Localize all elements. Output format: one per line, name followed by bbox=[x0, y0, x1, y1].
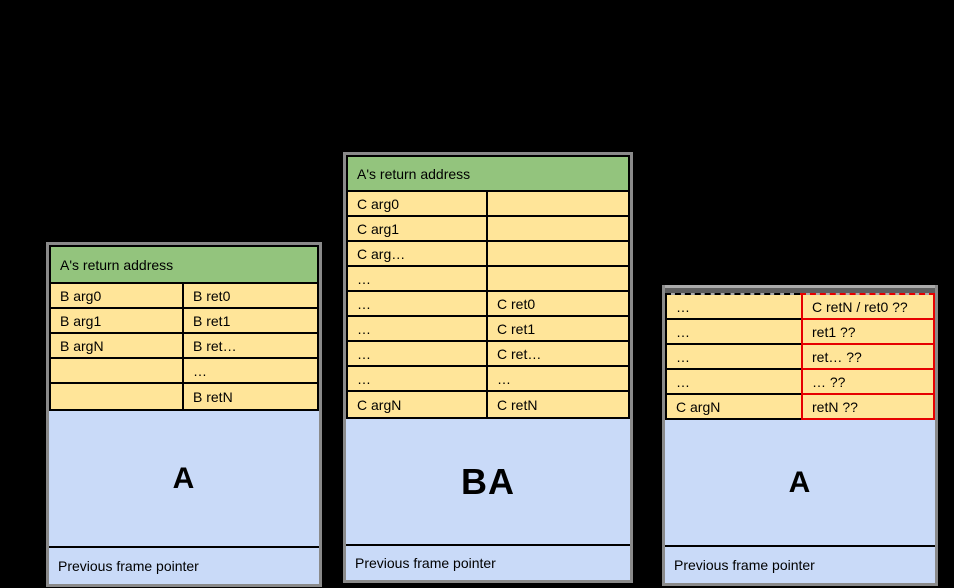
arg-cell: C argN bbox=[348, 392, 488, 417]
previous-frame-pointer: Previous frame pointer bbox=[665, 545, 935, 583]
arg-cell: … bbox=[667, 320, 801, 345]
stack-diagram-left: A's return address B arg0 B ret0 B arg1 … bbox=[46, 242, 322, 587]
table-row: … bbox=[51, 359, 317, 384]
table-row: C argN C retN bbox=[348, 392, 628, 417]
ret-cell: B ret0 bbox=[193, 287, 231, 304]
frame-owner-label: A bbox=[788, 465, 812, 499]
previous-frame-pointer: Previous frame pointer bbox=[346, 544, 630, 580]
ret-cell: C ret1 bbox=[497, 320, 536, 337]
arg-cell: … bbox=[667, 295, 801, 320]
previous-frame-pointer: Previous frame pointer bbox=[49, 546, 319, 584]
return-address-header: A's return address bbox=[49, 245, 319, 284]
stack-rows: B arg0 B ret0 B arg1 B ret1 B argN B ret… bbox=[49, 284, 319, 411]
ret-cell: C retN bbox=[497, 396, 538, 413]
table-row: C argN retN ?? bbox=[667, 395, 935, 420]
table-row: B retN bbox=[51, 384, 317, 409]
arg-cell: B arg0 bbox=[51, 284, 184, 307]
torn-edge-left bbox=[665, 285, 800, 295]
stack-rows: … C retN / ret0 ?? … ret1 ?? … ret… ?? …… bbox=[665, 295, 935, 420]
table-row: B argN B ret… bbox=[51, 334, 317, 359]
arg-cell: C argN bbox=[667, 395, 801, 420]
table-row: C arg… bbox=[348, 242, 628, 267]
table-row: … … bbox=[348, 367, 628, 392]
table-row: … C ret1 bbox=[348, 317, 628, 342]
arg-cell: B arg1 bbox=[51, 309, 184, 332]
table-row: B arg1 B ret1 bbox=[51, 309, 317, 334]
stack-diagram-middle: A's return address C arg0 C arg1 C arg… … bbox=[343, 152, 633, 583]
arg-cell: … bbox=[348, 317, 488, 340]
frame-owner-label: A bbox=[172, 461, 196, 495]
table-row: … ret… ?? bbox=[667, 345, 935, 370]
arg-cell: … bbox=[667, 370, 801, 395]
table-row: B arg0 B ret0 bbox=[51, 284, 317, 309]
table-row: C arg1 bbox=[348, 217, 628, 242]
arg-cell bbox=[51, 359, 184, 382]
ret-cell: B retN bbox=[193, 388, 233, 405]
ret-cell: … bbox=[497, 370, 511, 387]
frame-owner-label: BA bbox=[461, 460, 515, 502]
ret-cell: C ret0 bbox=[497, 295, 536, 312]
stack-rows: C arg0 C arg1 C arg… … … C ret0 … C re bbox=[346, 192, 630, 419]
ret-cell bbox=[488, 192, 628, 215]
table-row: … ret1 ?? bbox=[667, 320, 935, 345]
table-row: C arg0 bbox=[348, 192, 628, 217]
table-row: … bbox=[348, 267, 628, 292]
ret-cell: B ret1 bbox=[193, 312, 231, 329]
arg-cell: C arg… bbox=[348, 242, 488, 265]
table-row: … … ?? bbox=[667, 370, 935, 395]
table-row: … C retN / ret0 ?? bbox=[667, 295, 935, 320]
torn-edge-right bbox=[800, 285, 935, 295]
ret-cell: B ret… bbox=[193, 337, 237, 354]
corrupted-ret-cell: ret1 ?? bbox=[801, 320, 935, 345]
torn-edge-bar bbox=[665, 285, 935, 295]
stack-diagram-right: … C retN / ret0 ?? … ret1 ?? … ret… ?? …… bbox=[662, 285, 938, 586]
ret-cell bbox=[488, 267, 628, 290]
table-row: … C ret0 bbox=[348, 292, 628, 317]
ret-cell: … bbox=[193, 362, 207, 379]
arg-cell: … bbox=[667, 345, 801, 370]
arg-cell: B argN bbox=[51, 334, 184, 357]
corrupted-ret-cell: retN ?? bbox=[801, 395, 935, 420]
arg-cell: … bbox=[348, 342, 488, 365]
ret-cell bbox=[488, 217, 628, 240]
ret-cell: C ret… bbox=[497, 345, 542, 362]
arg-cell: … bbox=[348, 292, 488, 315]
arg-cell: C arg1 bbox=[348, 217, 488, 240]
arg-cell: … bbox=[348, 367, 488, 390]
corrupted-ret-cell: C retN / ret0 ?? bbox=[801, 295, 935, 320]
arg-cell: C arg0 bbox=[348, 192, 488, 215]
return-address-header: A's return address bbox=[346, 155, 630, 192]
corrupted-ret-cell: ret… ?? bbox=[801, 345, 935, 370]
arg-cell bbox=[51, 384, 184, 409]
table-row: … C ret… bbox=[348, 342, 628, 367]
corrupted-ret-cell: … ?? bbox=[801, 370, 935, 395]
ret-cell bbox=[488, 242, 628, 265]
arg-cell: … bbox=[348, 267, 488, 290]
